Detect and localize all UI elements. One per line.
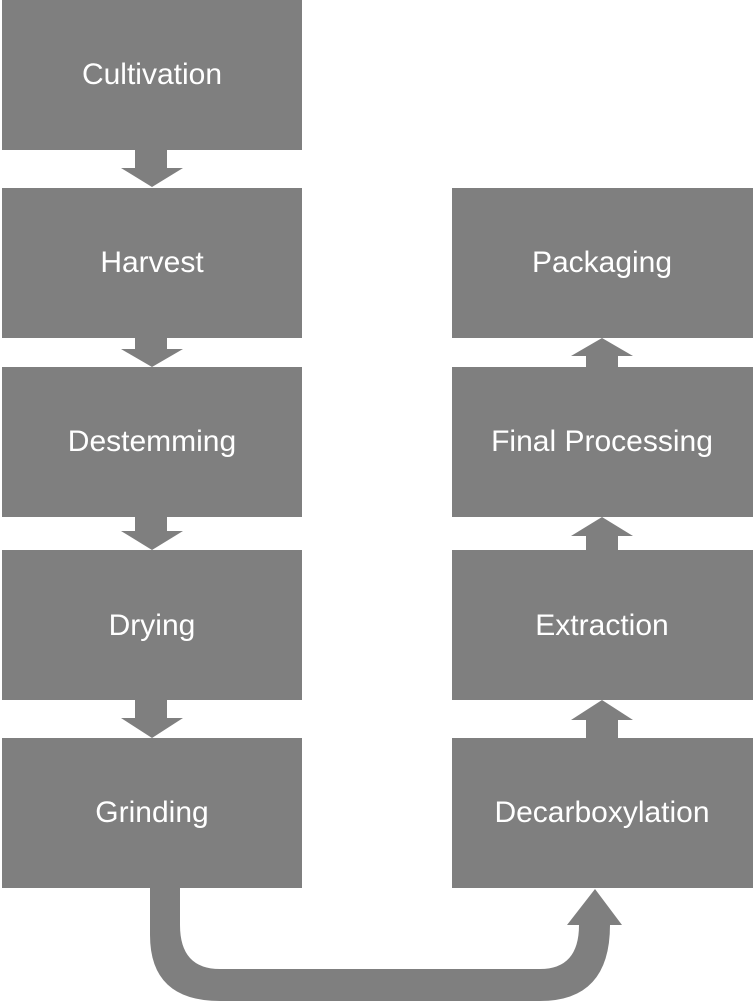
- step-destemming: Destemming: [2, 367, 302, 517]
- step-decarboxylation: Decarboxylation: [452, 738, 753, 888]
- step-label: Decarboxylation: [494, 796, 709, 829]
- step-extraction: Extraction: [452, 550, 753, 700]
- step-label: Destemming: [68, 425, 236, 458]
- step-drying: Drying: [2, 550, 302, 700]
- step-packaging: Packaging: [452, 188, 753, 338]
- down-arrow-icon: [121, 338, 183, 367]
- step-label: Grinding: [95, 796, 208, 829]
- down-arrow-icon: [121, 517, 183, 550]
- step-cultivation: Cultivation: [2, 0, 302, 150]
- step-label: Packaging: [532, 246, 672, 279]
- step-label: Extraction: [535, 609, 668, 642]
- step-harvest: Harvest: [2, 188, 302, 338]
- up-arrow-icon: [571, 338, 633, 367]
- step-label: Final Processing: [491, 425, 713, 458]
- u-turn-arrow-icon: [150, 888, 622, 1001]
- step-label: Drying: [109, 609, 196, 642]
- step-final-processing: Final Processing: [452, 367, 753, 517]
- step-grinding: Grinding: [2, 738, 302, 888]
- up-arrow-icon: [571, 517, 633, 550]
- step-label: Cultivation: [82, 58, 222, 91]
- down-arrow-icon: [121, 700, 183, 738]
- down-arrow-icon: [121, 150, 183, 187]
- up-arrow-icon: [571, 700, 633, 738]
- step-label: Harvest: [100, 246, 204, 279]
